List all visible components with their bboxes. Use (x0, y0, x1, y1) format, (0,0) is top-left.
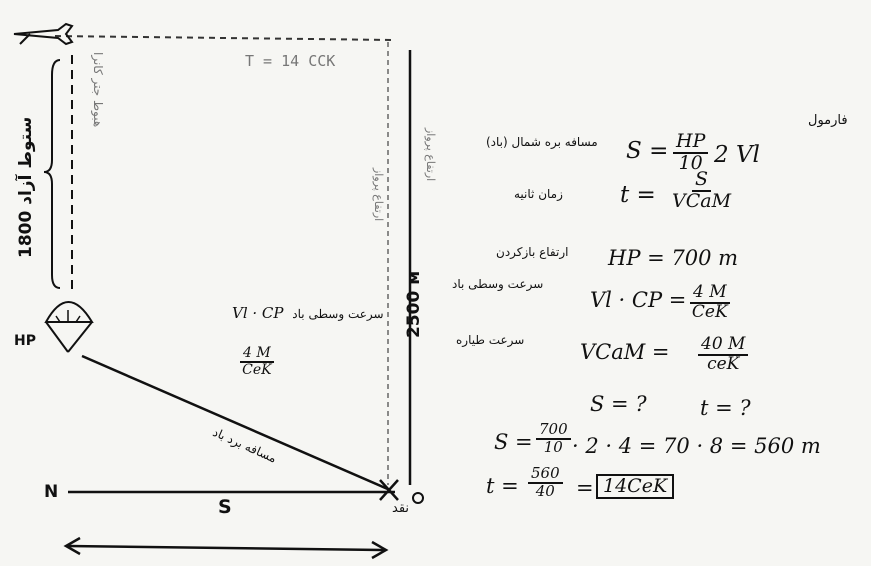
formula-s-num: HP (673, 131, 709, 154)
s-label: S (218, 496, 232, 518)
vl-den: CeK (691, 301, 728, 322)
parachute-icon (44, 301, 94, 353)
formula-s-text: مسافه بره شمال (باد) (486, 135, 598, 149)
formula-s-fraction: HP 10 (673, 131, 709, 174)
height-brace (43, 59, 61, 289)
calc-s-den: 10 (543, 437, 563, 456)
calc-s-lhs: S = (494, 430, 533, 454)
wind-speed-den: CeK (242, 361, 272, 378)
calc-t-num: 560 (528, 465, 563, 484)
hp-text: ارتفاع بازکردن (496, 245, 569, 259)
vcan-num: 40 M (698, 335, 749, 356)
wind-speed-symbol: Vl · CP (232, 304, 284, 322)
calc-t-equals: = (576, 476, 594, 500)
calc-s-num: 700 (536, 421, 571, 440)
unknowns-t: t = ? (700, 396, 751, 420)
wind-speed-text-right: سرعت وسطی باد (452, 277, 544, 291)
formula-t-fraction: S VCaM (672, 169, 732, 212)
calc-t-result: 14CeK (596, 474, 675, 499)
formula-s-den: 10 (678, 151, 703, 174)
formula-s-rhs: 2 Vl (714, 142, 760, 168)
wind-speed-text: سرعت وسطی باد (292, 307, 384, 321)
calc-s-rhs: · 2 · 4 = 70 · 8 = 560 m (572, 434, 821, 458)
wind-speed-heading: Vl · CP سرعت وسطی باد (232, 306, 384, 321)
aircraft-speed-text: سرعت طیاره (456, 333, 525, 347)
aircraft-icon (13, 22, 74, 46)
vl-fraction: 4 M CeK (690, 283, 730, 322)
height-2500-label: 2500 м (404, 270, 424, 338)
height-label-1: ارتفاع پرواز (372, 168, 385, 222)
vcan-den: ceK (707, 353, 740, 374)
vcan-fraction: 40 M ceK (698, 335, 749, 374)
hp-value: HP = 700 m (608, 246, 739, 270)
free-fall-label: هبوط جتر کانرا (91, 52, 105, 128)
unknowns-s: S = ? (590, 392, 647, 416)
calc-t-lhs: t = (486, 474, 519, 498)
wind-drift-line (81, 354, 391, 492)
calc-t-fraction: 560 40 (528, 465, 563, 500)
formula-t-lhs: t = (620, 182, 656, 208)
distance-arrow-icon (63, 536, 389, 560)
side-note: فارمول (808, 113, 848, 128)
wind-speed-fraction: 4 M CeK (240, 346, 274, 377)
vcan-lhs: VCaM = (580, 340, 670, 364)
calc-s-fraction: 700 10 (536, 421, 571, 456)
wind-speed-num: 4 M (240, 346, 274, 363)
target-label: نقد (392, 501, 410, 516)
calc-t-den: 40 (535, 481, 555, 500)
height-label-2: ارتفاع پرواز (424, 128, 437, 182)
vl-num: 4 M (690, 283, 730, 304)
formula-t-text: زمان ثانیه (514, 187, 563, 201)
hp-label: HP (14, 333, 36, 349)
vl-lhs: Vl · CP = (590, 288, 687, 312)
flight-path-line (54, 35, 396, 41)
height-1800-label: 1800 ستوط آزاد (16, 116, 36, 258)
top-faint-label: T = 14 CCK (245, 52, 336, 70)
formula-t-num: S (692, 169, 712, 192)
n-label: N (44, 482, 59, 502)
target-x-icon (379, 479, 399, 501)
target-o-marker (412, 492, 424, 504)
formula-s-lhs: S = (626, 138, 669, 164)
formula-t-den: VCaM (672, 189, 732, 212)
